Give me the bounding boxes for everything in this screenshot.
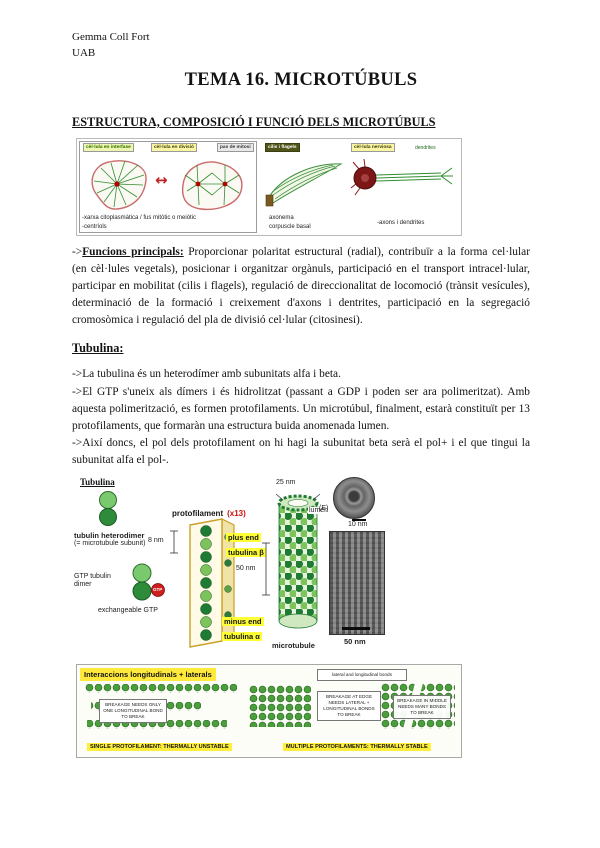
label-dendrites: dendrites xyxy=(415,144,436,151)
50nm-bracket xyxy=(262,542,270,596)
interactions-banner: Interaccions longitudinals + laterals xyxy=(80,668,216,682)
lumen-label: lumen xyxy=(308,507,330,515)
middle-breakage-box: BREAKAGE IN MIDDLE NEEDS MANY BONDS TO B… xyxy=(393,695,451,719)
protofilament-illustration xyxy=(189,518,235,648)
tubulina-paragraph-1: ->La tubulina és un heterodímer amb subu… xyxy=(72,368,341,381)
functions-body: Proporcionar polaritat estructural (radi… xyxy=(72,245,530,327)
em-cross-section-image xyxy=(333,477,375,520)
tubulin-heterodimer-illustration xyxy=(99,491,117,527)
tubulina-figure-label: Tubulina xyxy=(80,477,115,488)
em-longitudinal-image xyxy=(329,531,385,636)
protofilament-label: protofilament (x13) xyxy=(172,503,246,521)
protofilament-word: protofilament xyxy=(172,509,224,519)
page-header: Gemma Coll Fort UAB xyxy=(72,30,530,62)
gtp-ball-label: GTP xyxy=(153,587,163,593)
figure-microtubule-functions: cèl·lula en interfase cèl·lula en divisi… xyxy=(76,137,462,236)
em-panel-letter: (E) xyxy=(319,505,329,513)
functions-lead: Funcions principals: xyxy=(82,245,184,258)
functions-paragraph: ->Funcions principals: Proporcionar pola… xyxy=(72,244,530,330)
8nm-label: 8 nm xyxy=(148,537,164,545)
single-breakage-box: BREAKAGE NEEDS ONLY ONE LONGITUDINAL BON… xyxy=(99,699,167,723)
figure-interactions: Interaccions longitudinals + laterals la… xyxy=(76,664,462,759)
organization: UAB xyxy=(72,46,96,59)
8nm-bracket xyxy=(170,530,178,554)
cells-panel-frame xyxy=(79,140,257,233)
gtp-dimer-illustration xyxy=(132,563,165,601)
caption-axons-dendrites: -axons i dendrites xyxy=(377,219,425,226)
em-10nm-label: 10 nm xyxy=(348,521,368,529)
label-interphase-cell: cèl·lula en interfase xyxy=(83,142,134,152)
edge-breakage-box: BREAKAGE AT EDGE NEEDS LATERAL + LONGITU… xyxy=(317,691,381,721)
heterodimer-caption-line2: (= microtubule subunit) xyxy=(74,540,146,548)
exchangeable-gtp-caption: exchangeable GTP xyxy=(98,607,158,615)
caption-axoneme: axonema xyxy=(269,214,294,221)
section-heading-tubulina: Tubulina: xyxy=(72,341,124,356)
minus-end-label: minus end xyxy=(222,617,264,627)
label-cilia-flagella: cilis i flagels xyxy=(265,142,300,152)
protofilament-sheet-left xyxy=(249,685,311,728)
dividing-cell-illustration xyxy=(181,161,243,210)
plus-end-label: plus end xyxy=(226,533,261,543)
caption-single-protofilament: SINGLE PROTOFILAMENT: THERMALLY UNSTABLE xyxy=(87,743,232,752)
microtubule-label: microtubule xyxy=(272,641,315,651)
label-mitosis-step: pas de mitosi xyxy=(217,142,254,152)
25nm-label: 25 nm xyxy=(276,479,296,487)
protofilament-x13: (x13) xyxy=(227,509,246,519)
em-10nm-scalebar xyxy=(352,519,366,522)
page-title: TEMA 16. MICROTÚBULS xyxy=(184,69,418,90)
arrow-prefix: -> xyxy=(72,245,83,258)
em-50nm-scalebar xyxy=(342,627,370,631)
microtubule-illustration xyxy=(275,493,321,629)
figure-tubulin-structure: Tubulina tubulin heterodimer (= microtub… xyxy=(74,477,414,656)
interphase-cell-illustration xyxy=(91,160,147,210)
caption-centrioles: -centríols xyxy=(82,223,107,230)
caption-cytoplasmic-network: -xarxa citoplasmàtica / fus mitòtic o me… xyxy=(82,214,197,221)
label-dividing-cell: cèl·lula en divisió xyxy=(151,142,197,152)
caption-basal-body: corpuscle basal xyxy=(269,223,311,230)
50nm-bracket-label: 50 nm xyxy=(236,565,256,573)
author-name: Gemma Coll Fort xyxy=(72,31,150,43)
heterodimer-caption-line1: tubulin heterodimer xyxy=(74,531,145,541)
gtp-dimer-caption: GTP tubulin dimer xyxy=(74,573,111,589)
tubulina-paragraph-2: ->El GTP s'uneix als dímers i és hidroli… xyxy=(72,385,530,432)
red-double-arrow: ↔ xyxy=(155,170,168,189)
tubulina-beta-label: tubulina β xyxy=(226,548,266,558)
caption-multiple-protofilaments: MULTIPLE PROTOFILAMENTS: THERMALLY STABL… xyxy=(283,743,431,752)
section-heading-estructura: ESTRUCTURA, COMPOSICIÓ I FUNCIÓ DELS MIC… xyxy=(72,114,436,129)
tubulina-alfa-label: tubulina α xyxy=(222,632,262,642)
neuron-illustration xyxy=(350,158,453,196)
axoneme-illustration xyxy=(265,163,343,207)
em-50nm-label: 50 nm xyxy=(344,637,366,647)
bonds-note-box: lateral and longitudinal bonds xyxy=(317,669,407,682)
label-nerve-cell: cèl·lula nerviosa xyxy=(351,142,395,152)
tubulina-paragraph-3: ->Així doncs, el pol dels protofilament … xyxy=(72,436,530,466)
